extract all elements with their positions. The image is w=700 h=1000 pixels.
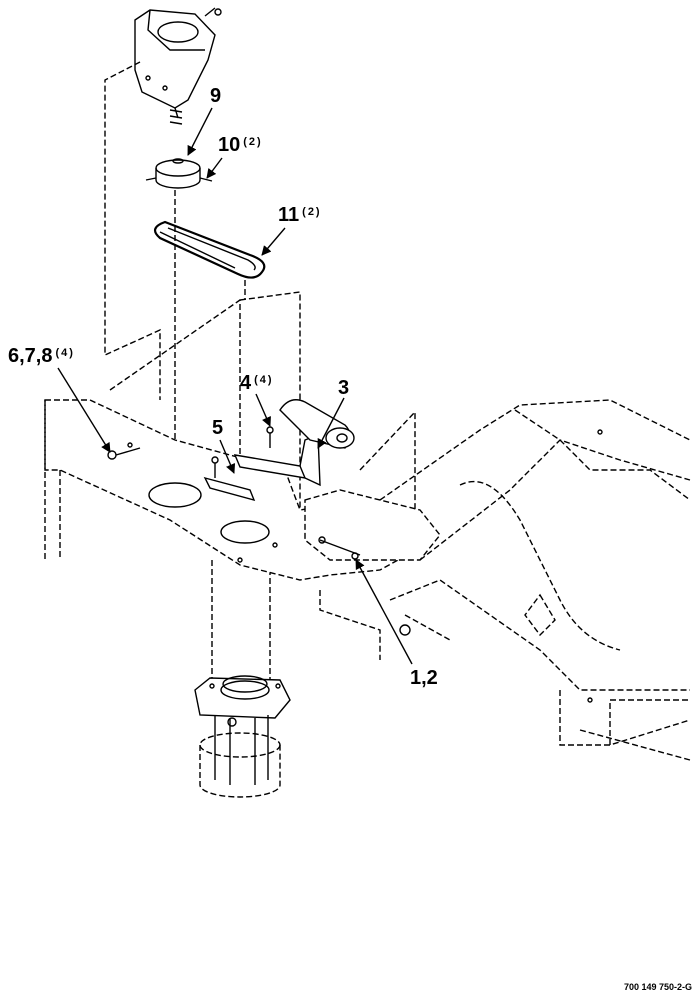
callout-qty: (2) <box>302 206 322 218</box>
callout-number: 10 <box>218 134 241 156</box>
gearbox-spring <box>169 109 183 125</box>
callout-9: 9 <box>210 86 224 106</box>
idler-bracket-3 <box>233 399 355 487</box>
key-10 <box>145 177 213 182</box>
main-frame <box>319 399 691 761</box>
callout-11: 11(2) <box>278 205 322 225</box>
bolts-4 <box>266 426 274 448</box>
callout-qty: (2) <box>243 136 263 148</box>
figure-id: 700 149 750-2-G <box>623 982 692 992</box>
leader-lines <box>57 107 413 665</box>
pulley-9 <box>155 158 201 189</box>
tensioner-plate-5 <box>203 456 256 502</box>
callout-6-7-8: 6,7,8(4) <box>8 346 75 366</box>
belt-11 <box>153 220 266 279</box>
callout-number: 3 <box>338 377 350 399</box>
callout-number: 9 <box>210 85 222 107</box>
callout-5: 5 <box>212 418 226 438</box>
arm-extension <box>304 489 441 561</box>
callout-number: 5 <box>212 417 224 439</box>
callout-1-2: 1,2 <box>410 668 441 688</box>
callout-number: 11 <box>278 204 300 226</box>
callout-number: 4 <box>240 372 252 394</box>
callout-4: 4(4) <box>240 373 274 393</box>
gearbox-housing <box>134 7 222 119</box>
callout-3: 3 <box>338 378 352 398</box>
lower-drive-assembly <box>194 675 291 798</box>
callout-qty: (4) <box>55 347 75 359</box>
callout-number: 6,7,8 <box>8 345 53 367</box>
bolts-6-7-8 <box>107 447 141 460</box>
callout-number: 1,2 <box>410 667 438 689</box>
callout-qty: (4) <box>254 374 274 386</box>
callout-10: 10(2) <box>218 135 263 155</box>
